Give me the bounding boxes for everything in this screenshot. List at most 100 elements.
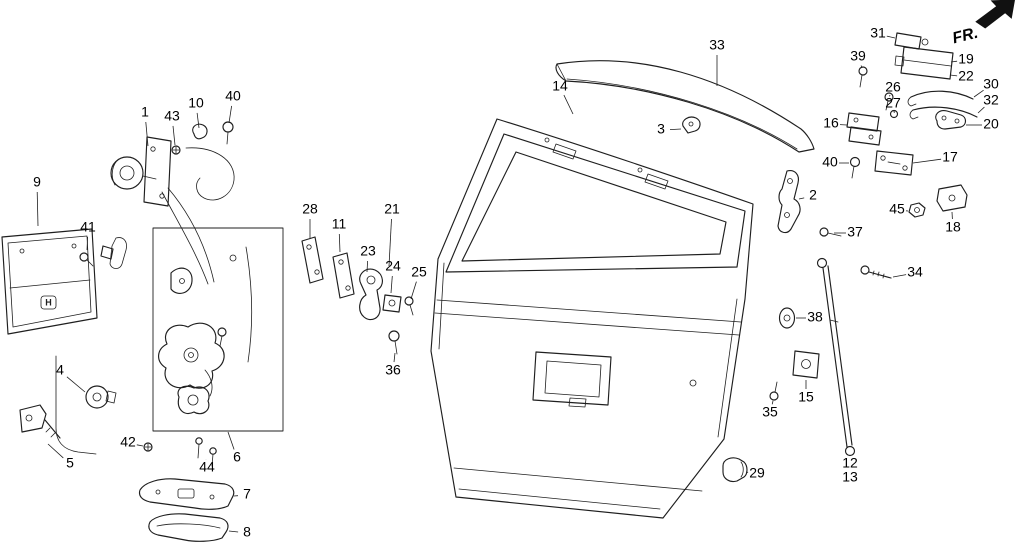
leader-line-35 (771, 400, 774, 405)
part-callout-25: 25 (411, 264, 427, 280)
key-and-cylinder (19, 355, 117, 455)
part-callout-40-b: 40 (822, 154, 838, 170)
part-callout-26: 26 (885, 79, 901, 95)
fr-marker: FR. (951, 0, 1016, 48)
part-callout-2: 2 (809, 187, 817, 203)
leader-line-26 (889, 94, 891, 97)
leader-line-36 (393, 352, 396, 363)
tailgate-line-art (1, 32, 978, 542)
part-callout-43: 43 (164, 108, 180, 124)
leader-line-43 (172, 125, 176, 146)
part-callout-14: 14 (552, 78, 568, 94)
part-callout-45: 45 (889, 201, 905, 217)
part-callout-4: 4 (56, 362, 64, 378)
part-callout-22: 22 (958, 68, 974, 84)
leader-line-23 (366, 260, 368, 273)
leader-line-10 (196, 112, 200, 129)
tailgate-panel (430, 118, 754, 519)
clip-part (682, 116, 701, 134)
bolt-36 (388, 330, 400, 355)
part-callout-21: 21 (384, 201, 400, 217)
emblem-mark: H (45, 297, 52, 307)
part-callout-34: 34 (907, 264, 923, 280)
upper-right-hardware (777, 32, 978, 329)
leader-line-9 (36, 191, 39, 227)
leader-line-3 (669, 128, 682, 130)
part-callout-12: 12 (842, 455, 858, 471)
part-callout-13: 13 (842, 469, 858, 485)
leader-line-34 (892, 274, 907, 278)
leader-line-25 (410, 281, 417, 300)
part-callout-36: 36 (385, 362, 401, 378)
part-callout-7: 7 (243, 486, 251, 502)
leader-line-14 (563, 94, 574, 115)
fastener-cluster-41 (79, 237, 127, 269)
lower-garnish (138, 478, 235, 510)
hook-cluster (359, 268, 414, 321)
leader-line-30 (973, 89, 984, 98)
part-callout-11: 11 (332, 216, 347, 232)
part-callout-31: 31 (870, 25, 886, 41)
leader-line-32 (977, 106, 985, 114)
leader-line-41 (86, 236, 88, 251)
lower-molding (148, 513, 229, 542)
part-callout-33: 33 (709, 37, 725, 53)
part-callout-6: 6 (233, 449, 241, 465)
part-callout-9: 9 (33, 174, 41, 190)
part-callout-42: 42 (120, 434, 136, 450)
leader-line-6 (227, 431, 235, 450)
leader-line-1 (145, 121, 149, 147)
part-callout-30: 30 (983, 76, 999, 92)
part-callout-3: 3 (657, 121, 665, 137)
spoiler (555, 60, 815, 153)
part-callout-24: 24 (385, 258, 401, 274)
part-callout-28: 28 (302, 201, 318, 217)
leader-line-11 (338, 233, 341, 253)
part-callout-23: 23 (360, 243, 376, 259)
part-callout-39: 39 (850, 48, 866, 64)
fr-label: FR. (951, 25, 980, 48)
leader-line-5 (47, 443, 64, 459)
bumper-stop (722, 457, 748, 483)
part-callout-15: 15 (798, 389, 814, 405)
license-garnish (1, 228, 98, 335)
part-callout-40: 40 (225, 88, 241, 104)
fr-arrow-icon (975, 0, 1016, 29)
part-callout-20: 20 (983, 116, 999, 132)
part-callout-38: 38 (807, 309, 823, 325)
leader-line-24 (390, 275, 393, 294)
leader-line-40 (228, 105, 232, 124)
part-callout-35: 35 (762, 404, 778, 420)
gas-strut (769, 257, 856, 457)
leader-line-31 (886, 35, 896, 39)
part-callout-10: 10 (188, 95, 204, 111)
part-callout-37: 37 (847, 224, 863, 240)
latch-assembly (143, 227, 284, 467)
leader-line-17 (912, 158, 942, 164)
part-callout-17: 17 (942, 149, 958, 165)
part-callout-5: 5 (66, 455, 74, 471)
leader-line-4 (66, 376, 86, 393)
part-callout-16: 16 (823, 115, 839, 131)
part-callout-8: 8 (243, 524, 251, 540)
part-callout-18: 18 (945, 219, 961, 235)
part-callout-29: 29 (749, 465, 765, 481)
leader-line-39 (860, 65, 863, 69)
leader-line-21 (388, 218, 392, 267)
part-callout-27: 27 (885, 95, 901, 111)
part-callout-1: 1 (141, 104, 149, 120)
part-callout-44: 44 (199, 459, 215, 475)
leader-lines-layer (36, 35, 985, 533)
part-callout-19: 19 (958, 51, 974, 67)
lock-cylinder-assembly (110, 121, 235, 285)
leader-line-42 (136, 444, 144, 447)
leader-line-19 (950, 60, 958, 63)
leader-line-2 (798, 197, 805, 200)
strap-parts (301, 236, 355, 299)
leader-line-22 (949, 74, 958, 77)
leader-line-8 (228, 530, 239, 533)
part-callout-41: 41 (80, 219, 96, 235)
